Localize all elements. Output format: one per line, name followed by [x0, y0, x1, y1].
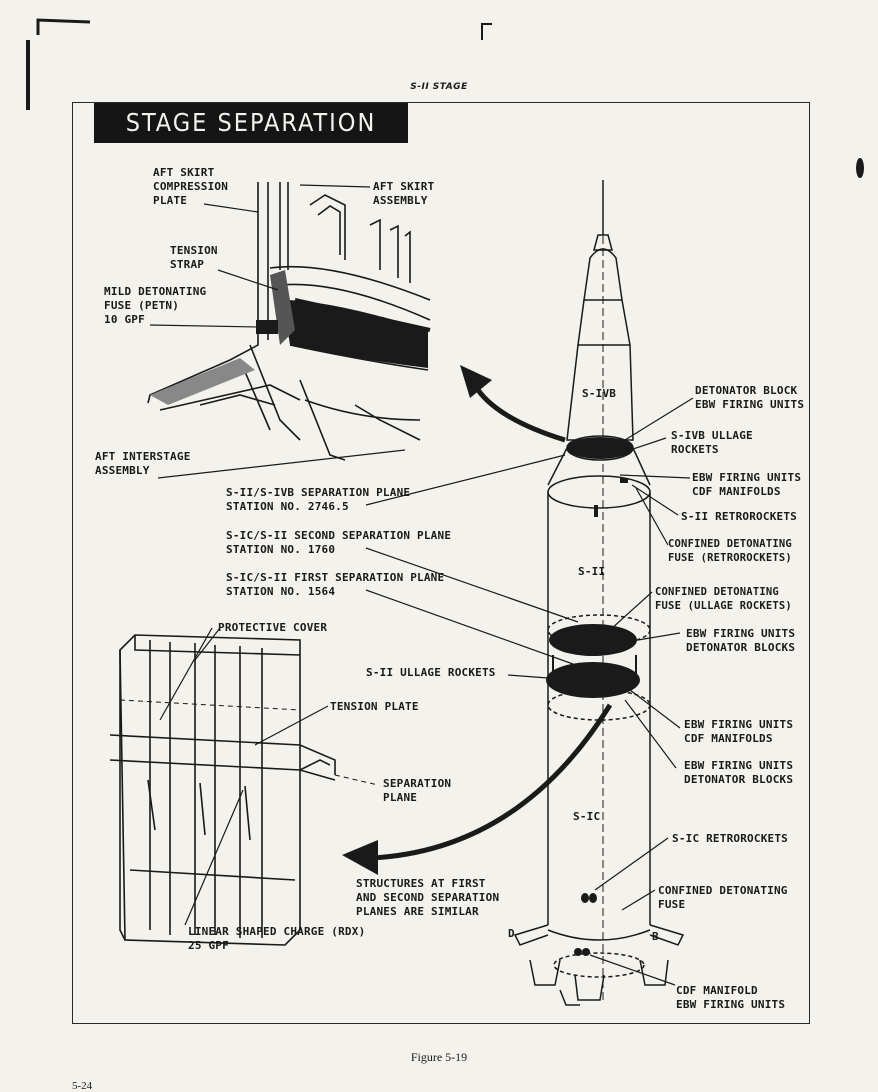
leader-lines: [149, 184, 694, 986]
sii-lower-plate: [546, 662, 640, 698]
page-blot: [856, 158, 864, 178]
label-mild-detonating-fuse: MILD DETONATING FUSE (PETN) 10 GPF: [104, 285, 207, 326]
label-tension-plate: TENSION PLATE: [330, 700, 419, 713]
label-ebw-detonator-blocks-upper: EBW FIRING UNITS DETONATOR BLOCKS: [686, 627, 796, 654]
page-header: S-II STAGE: [410, 82, 468, 92]
label-detonator-block-ebw: DETONATOR BLOCK EBW FIRING UNITS: [695, 384, 805, 411]
label-sii-sivb-separation-plane: S-II/S-IVB SEPARATION PLANE STATION NO. …: [226, 486, 411, 513]
separation-plane-dashes: [119, 699, 379, 786]
label-aft-skirt-assembly: AFT SKIRT ASSEMBLY: [373, 180, 435, 207]
label-linear-shaped-charge: LINEAR SHAPED CHARGE (RDX) 25 GPF: [188, 925, 366, 952]
tension-strap-hatch: [270, 270, 295, 345]
label-aft-interstage-assembly: AFT INTERSTAGE ASSEMBLY: [95, 450, 191, 477]
label-sic-retrorockets: S-IC RETROROCKETS: [672, 832, 788, 845]
label-sic-sii-second-separation-plane: S-IC/S-II SECOND SEPARATION PLANE STATIO…: [226, 529, 452, 556]
fuse-dark-region: [283, 300, 428, 368]
label-separation-plane: SEPARATION PLANE: [383, 777, 452, 804]
stage-label-sic: S-IC: [573, 810, 601, 823]
fin-label-d: D: [508, 927, 515, 940]
stage-label-sii: S-II: [578, 565, 606, 578]
label-tension-strap: TENSION STRAP: [170, 244, 218, 271]
label-ebw-detonator-blocks-lower: EBW FIRING UNITS DETONATOR BLOCKS: [684, 759, 794, 786]
label-sivb-ullage-rockets: S-IVB ULLAGE ROCKETS: [671, 429, 753, 456]
interstage-hatch: [150, 358, 255, 405]
label-protective-cover: PROTECTIVE COVER: [218, 621, 328, 634]
figure-caption: Figure 5-19: [410, 1050, 468, 1064]
upper-transfer-arrow: [475, 388, 566, 443]
label-confined-fuse-ullage: CONFINED DETONATING FUSE (ULLAGE ROCKETS…: [655, 586, 792, 612]
label-confined-fuse-retro: CONFINED DETONATING FUSE (RETROROCKETS): [668, 538, 792, 564]
figure-frame: [72, 102, 810, 1024]
mdf-fuse-block: [256, 320, 278, 334]
stage-label-sivb: S-IVB: [582, 387, 617, 400]
label-ebw-cdf-manifolds-upper: EBW FIRING UNITS CDF MANIFOLDS: [692, 471, 802, 498]
figure-title: STAGE SEPARATION SYSTEMS: [94, 103, 408, 177]
label-sic-sii-first-separation-plane: S-IC/S-II FIRST SEPARATION PLANE STATION…: [226, 571, 445, 598]
label-aft-skirt-compression-plate: AFT SKIRT COMPRESSION PLATE: [153, 166, 229, 207]
page-number: 5-24: [72, 1080, 93, 1092]
lower-transfer-arrow: [371, 703, 613, 861]
fin-label-b: B: [652, 930, 659, 943]
separation-structure-detail: [109, 634, 336, 946]
label-sii-ullage-rockets: S-II ULLAGE ROCKETS: [366, 666, 496, 679]
label-cdf-manifold-ebw: CDF MANIFOLD EBW FIRING UNITS: [676, 984, 786, 1011]
label-sii-retrorockets: S-II RETROROCKETS: [681, 510, 797, 523]
label-ebw-cdf-manifolds-lower: EBW FIRING UNITS CDF MANIFOLDS: [684, 718, 794, 745]
registration-marks: [26, 18, 492, 110]
label-structures-similar: STRUCTURES AT FIRST AND SECOND SEPARATIO…: [356, 877, 500, 918]
sivb-plate: [567, 437, 633, 459]
retrorocket-marks: [574, 478, 628, 956]
sii-upper-plate: [549, 624, 637, 656]
label-confined-detonating-fuse: CONFINED DETONATING FUSE: [658, 884, 788, 911]
